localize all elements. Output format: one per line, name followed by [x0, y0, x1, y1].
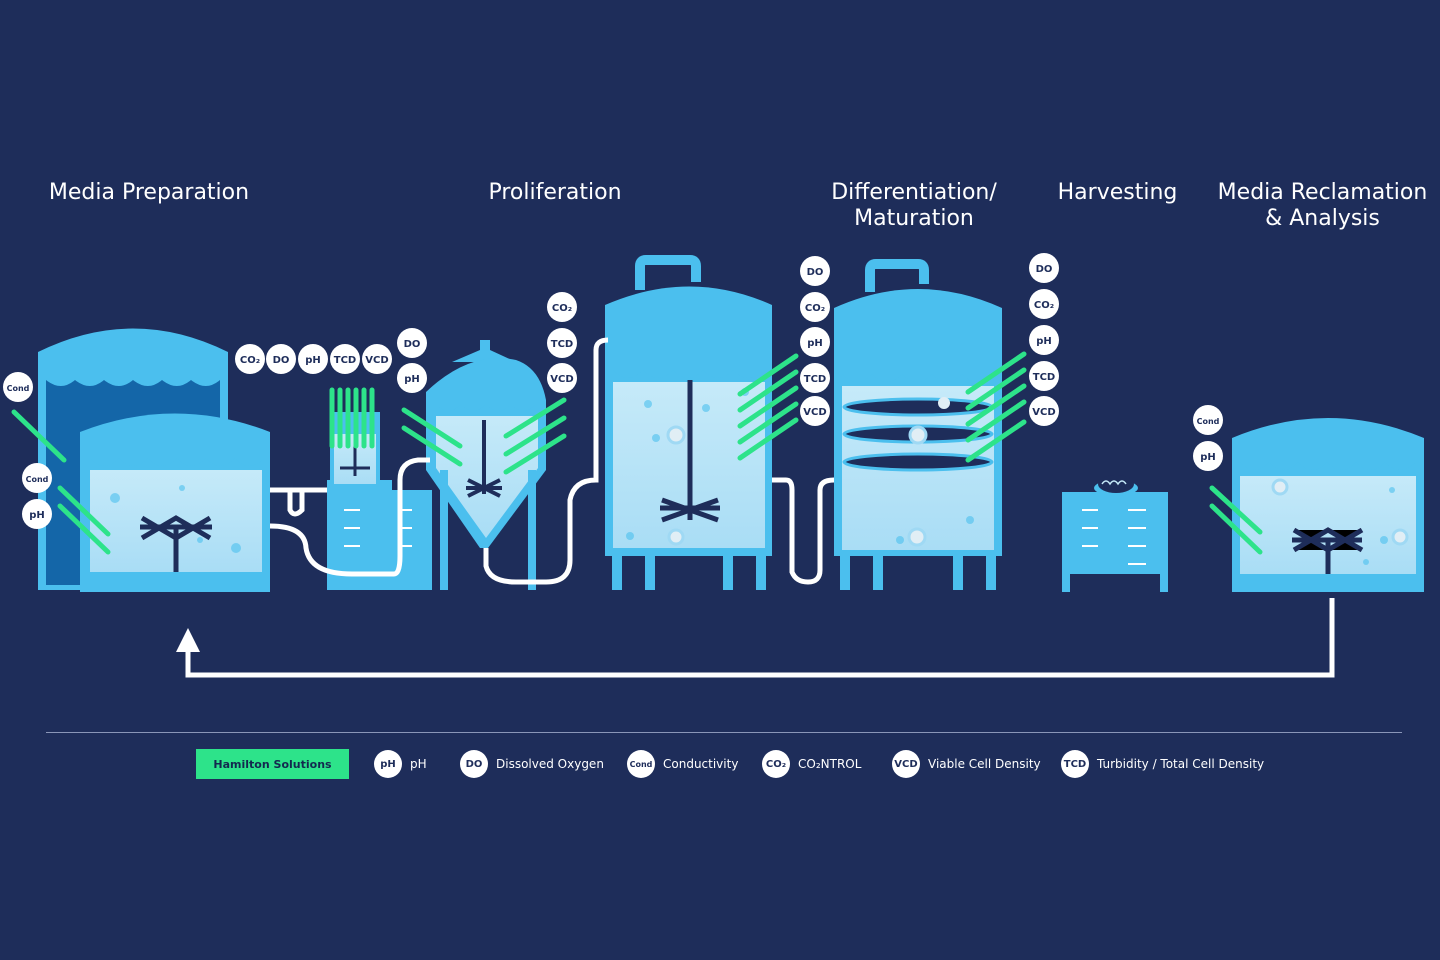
legend-label-ph: pH [410, 757, 427, 771]
tcd-sensor-label: TCD [804, 374, 826, 385]
ph-sensor-tag: pH [1029, 325, 1059, 355]
ph-sensor-tag: pH [298, 344, 328, 374]
tcd-sensor-tag: TCD [547, 328, 577, 358]
do-chip-icon: DO [460, 750, 488, 778]
ph-sensor-label: pH [1200, 452, 1216, 463]
legend-label-cond: Conductivity [663, 757, 739, 771]
vcd-sensor-label: VCD [365, 355, 388, 366]
ph-sensor-label: pH [1036, 336, 1052, 347]
stage-title-proliferation: Proliferation [488, 180, 622, 205]
stage-title-media-preparation: Media Preparation [48, 180, 250, 205]
cond-sensor-tag: Cond [1193, 405, 1223, 435]
legend-label-vcd: Viable Cell Density [928, 757, 1041, 771]
co2-chip-icon: CO₂ [762, 750, 790, 778]
vcd-sensor-label: VCD [803, 407, 826, 418]
connecting-pipes [185, 337, 1335, 678]
stage-title-differentiation-line2: Maturation [854, 206, 974, 232]
vcd-sensor-tag: VCD [362, 344, 392, 374]
legend-label-co2: CO₂NTROL [798, 757, 862, 771]
do-sensor-label: DO [273, 355, 290, 366]
ph-sensor-label: pH [807, 338, 823, 349]
cond-sensor-label: Cond [7, 384, 30, 393]
ph-sensor-label: pH [404, 374, 420, 385]
do-sensor-label: DO [1036, 264, 1053, 275]
co2-sensor-tag: CO₂ [800, 292, 830, 322]
legend-label-tcd: Turbidity / Total Cell Density [1097, 757, 1265, 771]
co2-sensor-tag: CO₂ [235, 344, 265, 374]
cond-sensor-label: Cond [26, 475, 49, 484]
co2-sensor-label: CO₂ [240, 355, 260, 366]
do-sensor-tag: DO [1029, 253, 1059, 283]
do-sensor-tag: DO [800, 256, 830, 286]
co2-sensor-tag: CO₂ [1029, 289, 1059, 319]
cond-chip-icon: Cond [627, 750, 655, 778]
tcd-sensor-tag: TCD [330, 344, 360, 374]
stage-title-differentiation-line1: Differentiation/ [831, 180, 997, 205]
do-sensor-tag: DO [397, 328, 427, 358]
reclamation-tank [1232, 418, 1424, 592]
tcd-sensor-label: TCD [551, 339, 573, 350]
stage-title-media-reclamation: Media Reclamation & Analysis [1210, 180, 1435, 233]
co2-sensor-label: CO₂ [552, 303, 572, 314]
ph-sensor-tag: pH [1193, 441, 1223, 471]
tcd-sensor-label: TCD [1033, 372, 1055, 383]
tcd-sensor-label: TCD [334, 355, 356, 366]
stage-title-differentiation: Differentiation/ Maturation [815, 180, 1013, 233]
vcd-sensor-label: VCD [1032, 407, 1055, 418]
legend-item-vcd: VCD Viable Cell Density [892, 749, 1041, 779]
cond-sensor-tag: Cond [22, 463, 52, 493]
co2-sensor-label: CO₂ [805, 303, 825, 314]
ph-sensor-label: pH [29, 510, 45, 521]
legend-item-co2: CO₂ CO₂NTROL [762, 749, 861, 779]
legend-item-do: DO Dissolved Oxygen [460, 749, 604, 779]
tcd-sensor-tag: TCD [1029, 361, 1059, 391]
legend-item-tcd: TCD Turbidity / Total Cell Density [1061, 749, 1264, 779]
do-sensor-tag: DO [266, 344, 296, 374]
tcd-chip-icon: TCD [1061, 750, 1089, 778]
proliferation-bioreactor [605, 255, 772, 590]
co2-sensor-tag: CO₂ [547, 292, 577, 322]
vcd-sensor-tag: VCD [547, 363, 577, 393]
tcd-sensor-tag: TCD [800, 363, 830, 393]
vcd-chip-icon: VCD [892, 750, 920, 778]
legend-item-cond: Cond Conductivity [627, 749, 738, 779]
legend-hamilton-badge: Hamilton Solutions [196, 749, 349, 779]
media-prep-front-tank [80, 413, 270, 592]
legend-label-do: Dissolved Oxygen [496, 757, 604, 771]
stage-title-reclamation-line2: & Analysis [1265, 206, 1380, 232]
hamilton-sensor-probes [11, 351, 1263, 555]
vcd-sensor-tag: VCD [800, 396, 830, 426]
legend-item-ph: pH pH [374, 749, 427, 779]
conical-bioreactor [426, 340, 546, 590]
stage-title-harvesting: Harvesting [1057, 180, 1178, 205]
legend-divider [46, 732, 1402, 733]
vcd-sensor-tag: VCD [1029, 396, 1059, 426]
cond-sensor-label: Cond [1197, 417, 1220, 426]
ph-sensor-label: pH [305, 355, 321, 366]
ph-chip-icon: pH [374, 750, 402, 778]
ph-sensor-tag: pH [397, 363, 427, 393]
differentiation-bioreactor [834, 259, 1002, 590]
do-sensor-label: DO [404, 339, 421, 350]
cond-sensor-tag: Cond [3, 372, 33, 402]
ph-sensor-tag: pH [800, 327, 830, 357]
return-arrow-icon [176, 628, 200, 652]
harvesting-station [1062, 475, 1168, 592]
ph-sensor-tag: pH [22, 499, 52, 529]
vcd-sensor-label: VCD [550, 374, 573, 385]
stage-title-reclamation-line1: Media Reclamation [1217, 180, 1428, 205]
do-sensor-label: DO [807, 267, 824, 278]
co2-sensor-label: CO₂ [1034, 300, 1054, 311]
